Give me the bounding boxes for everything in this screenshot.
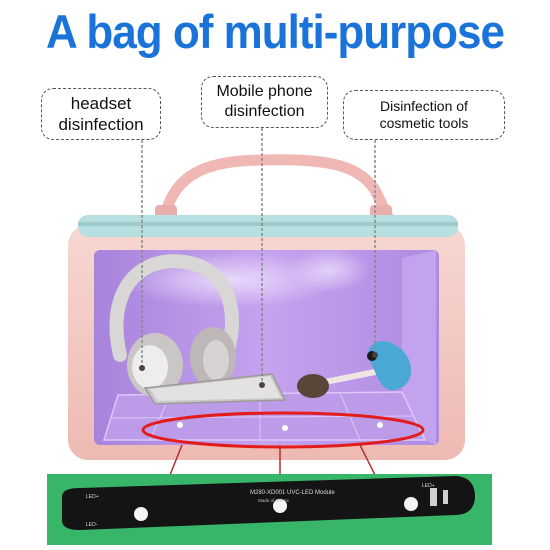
page-title: A bag of multi-purpose bbox=[46, 5, 505, 59]
callout-headset: headset disinfection bbox=[41, 88, 161, 140]
callout-cosmetic-line1: Disinfection of bbox=[380, 97, 468, 114]
uv-led-highlight-ring bbox=[141, 411, 425, 449]
headset-icon bbox=[109, 254, 239, 397]
mobile-phone-icon bbox=[143, 373, 287, 405]
callout-cosmetic-line2: cosmetic tools bbox=[379, 115, 469, 131]
callout-phone-line2: disinfection bbox=[224, 103, 305, 120]
bag-handle bbox=[159, 154, 398, 231]
callout-phone: Mobile phone disinfection bbox=[201, 76, 328, 128]
callout-cosmetic: Disinfection of cosmetic tools bbox=[343, 90, 505, 140]
callout-headset-line2: disinfection bbox=[58, 115, 144, 134]
makeup-brush-icon bbox=[297, 369, 378, 398]
callout-headset-line1: headset bbox=[70, 93, 132, 113]
callout-phone-line1: Mobile phone bbox=[216, 83, 313, 100]
pcb-background bbox=[47, 474, 492, 545]
